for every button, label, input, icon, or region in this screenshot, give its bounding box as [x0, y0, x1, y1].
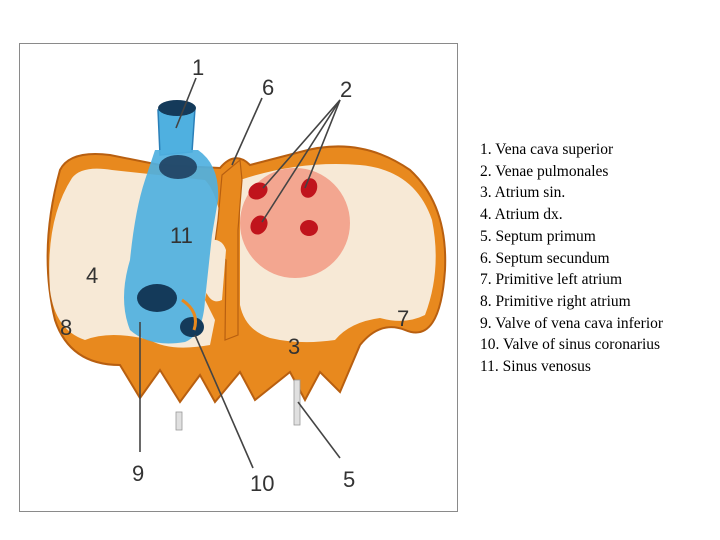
label-9: 9: [132, 461, 144, 486]
sinus-opening-top: [159, 155, 197, 179]
label-10: 10: [250, 471, 274, 496]
label-1: 1: [192, 55, 204, 80]
label-11: 11: [170, 223, 193, 248]
label-6: 6: [262, 75, 274, 100]
legend-item: 4. Atrium dx.: [480, 204, 663, 226]
sinus-coronarius-opening: [180, 317, 204, 337]
label-8: 8: [60, 315, 72, 340]
legend-item: 7. Primitive left atrium: [480, 269, 663, 291]
legend-item: 8. Primitive right atrium: [480, 291, 663, 313]
vena-cava-inferior-opening: [137, 284, 177, 312]
label-7: 7: [397, 306, 409, 331]
legend-item: 3. Atrium sin.: [480, 182, 663, 204]
legend-item: 2. Venae pulmonales: [480, 161, 663, 183]
label-5: 5: [343, 467, 355, 492]
label-4: 4: [86, 263, 98, 288]
legend-list: 1. Vena cava superior 2. Venae pulmonale…: [480, 139, 663, 378]
leader-line-5: [298, 402, 340, 458]
valve-leaflet: [176, 412, 182, 430]
pulmonary-vein-opening: [300, 220, 318, 236]
legend-item: 10. Valve of sinus coronarius: [480, 334, 663, 356]
legend-item: 11. Sinus venosus: [480, 356, 663, 378]
legend-item: 9. Valve of vena cava inferior: [480, 313, 663, 335]
label-3: 3: [288, 334, 300, 359]
label-2: 2: [340, 77, 352, 102]
legend-item: 5. Septum primum: [480, 226, 663, 248]
vena-cava-superior-opening: [158, 100, 196, 116]
leader-line-6: [232, 98, 262, 165]
legend-item: 1. Vena cava superior: [480, 139, 663, 161]
legend-item: 6. Septum secundum: [480, 248, 663, 270]
